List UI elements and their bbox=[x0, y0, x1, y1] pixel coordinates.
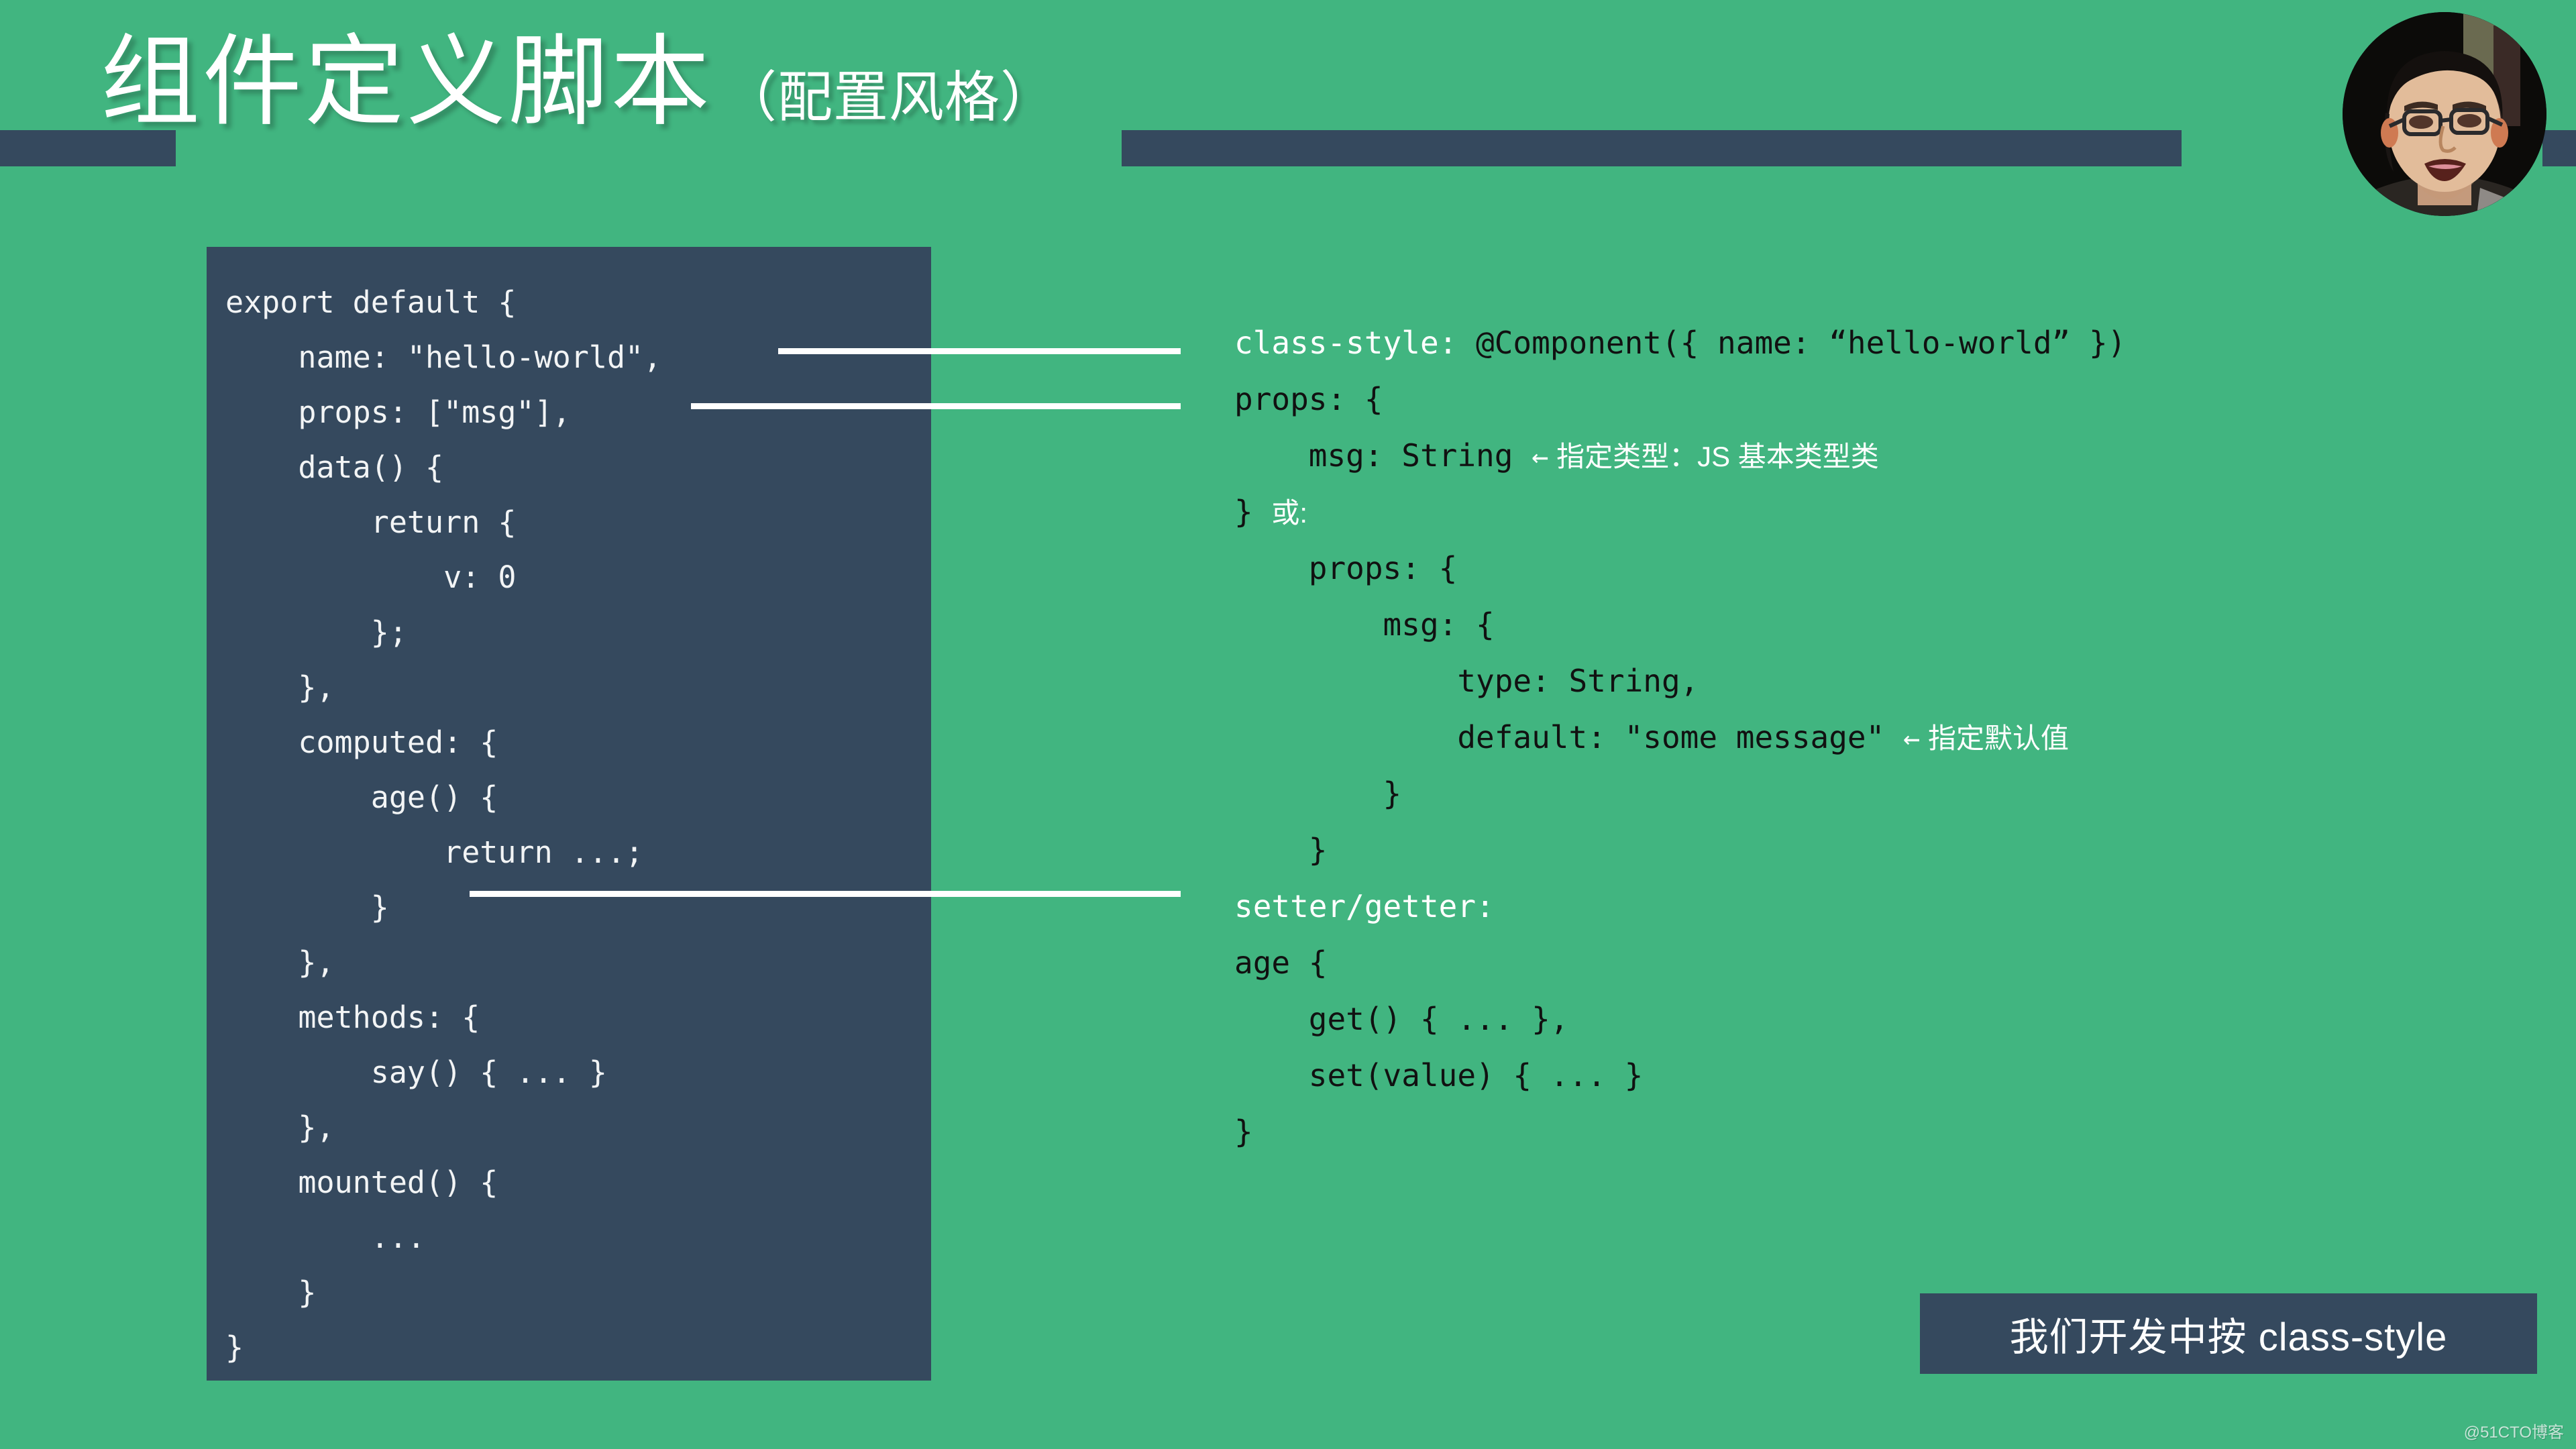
right-line-label: class-style: bbox=[1234, 325, 1477, 361]
right-line: class-style: @Component({ name: “hello-w… bbox=[1234, 315, 2549, 372]
code-line: return { bbox=[225, 504, 517, 540]
right-line-code: msg: String bbox=[1234, 437, 1532, 474]
right-line: msg: { bbox=[1234, 597, 2549, 653]
code-line: }, bbox=[225, 945, 335, 980]
right-line-note: 指定默认值 bbox=[1920, 722, 2069, 754]
name-connector-line bbox=[778, 348, 1181, 354]
right-column: class-style: @Component({ name: “hello-w… bbox=[1234, 315, 2549, 1161]
right-line: type: String, bbox=[1234, 653, 2549, 710]
header-rule-left bbox=[0, 130, 176, 166]
right-line-code: get() { ... }, bbox=[1234, 1001, 1569, 1037]
right-line: } bbox=[1234, 766, 2549, 822]
code-line: } bbox=[225, 890, 389, 925]
page-title-group: 组件定义脚本 （配置风格） bbox=[101, 20, 1056, 144]
right-line-code: } bbox=[1234, 494, 1272, 530]
right-line-note: 指定类型：JS 基本类型类 bbox=[1548, 441, 1879, 472]
right-line-code: } bbox=[1234, 775, 1402, 812]
code-line: } bbox=[225, 1275, 317, 1310]
right-line-code: } bbox=[1234, 1114, 1253, 1150]
code-line: }, bbox=[225, 1110, 335, 1145]
right-line: age { bbox=[1234, 935, 2549, 991]
code-line: props: ["msg"], bbox=[225, 394, 571, 430]
right-line-code: set(value) { ... } bbox=[1234, 1057, 1644, 1093]
right-line: props: { bbox=[1234, 372, 2549, 428]
right-line: } bbox=[1234, 1104, 2549, 1161]
right-line-code: props: { bbox=[1234, 550, 1458, 586]
code-line: computed: { bbox=[225, 724, 498, 760]
right-line-arrow: ← bbox=[1903, 722, 1921, 755]
right-line: setter/getter: bbox=[1234, 879, 2549, 935]
header-rule-right bbox=[1122, 130, 2182, 166]
right-line: } bbox=[1234, 822, 2549, 879]
right-line-code: @Component({ name: “hello-world” }) bbox=[1476, 325, 2127, 361]
code-line: }; bbox=[225, 614, 407, 650]
right-line: msg: String ← 指定类型：JS 基本类型类 bbox=[1234, 428, 2549, 484]
props-connector-line bbox=[691, 403, 1181, 409]
code-panel: export default { name: "hello-world", pr… bbox=[207, 247, 931, 1381]
right-line: props: { bbox=[1234, 541, 2549, 597]
right-line-code: age { bbox=[1234, 945, 1328, 981]
code-line: export default { bbox=[225, 284, 517, 320]
code-line: methods: { bbox=[225, 1000, 480, 1035]
right-line-arrow: ← bbox=[1532, 440, 1549, 473]
code-line: name: "hello-world", bbox=[225, 339, 662, 375]
right-line-code: props: { bbox=[1234, 381, 1383, 417]
code-line: age() { bbox=[225, 780, 498, 815]
right-line-code: } bbox=[1234, 832, 1328, 868]
page-title: 组件定义脚本 bbox=[101, 27, 712, 138]
right-line: set(value) { ... } bbox=[1234, 1048, 2549, 1104]
right-line-code: type: String, bbox=[1234, 663, 1699, 699]
right-line: } 或: bbox=[1234, 484, 2549, 541]
page-subtitle: （配置风格） bbox=[722, 67, 1057, 128]
age-connector-line bbox=[470, 891, 1181, 897]
right-line-note: 或: bbox=[1271, 497, 1308, 529]
footer-callout: 我们开发中按 class-style bbox=[1920, 1293, 2537, 1374]
avatar bbox=[2343, 12, 2546, 216]
code-line: } bbox=[225, 1330, 244, 1365]
code-line: return ...; bbox=[225, 835, 644, 870]
code-line: data() { bbox=[225, 449, 444, 485]
right-line: default: "some message" ← 指定默认值 bbox=[1234, 710, 2549, 766]
right-line: get() { ... }, bbox=[1234, 991, 2549, 1048]
user-photo-avatar-icon bbox=[2343, 12, 2546, 216]
header-rule-right-stub bbox=[2542, 130, 2576, 166]
code-line: ... bbox=[225, 1220, 426, 1255]
code-line: mounted() { bbox=[225, 1165, 498, 1200]
code-line: v: 0 bbox=[225, 559, 517, 595]
footer-callout-label: 我们开发中按 class-style bbox=[2009, 1316, 2448, 1359]
right-line-code: msg: { bbox=[1234, 606, 1495, 643]
right-line-label: setter/getter: bbox=[1234, 888, 1495, 924]
code-line: say() { ... } bbox=[225, 1055, 607, 1090]
code-line: }, bbox=[225, 669, 335, 705]
right-line-code: default: "some message" bbox=[1234, 719, 1903, 755]
watermark: @51CTO博客 bbox=[2463, 1424, 2564, 1442]
